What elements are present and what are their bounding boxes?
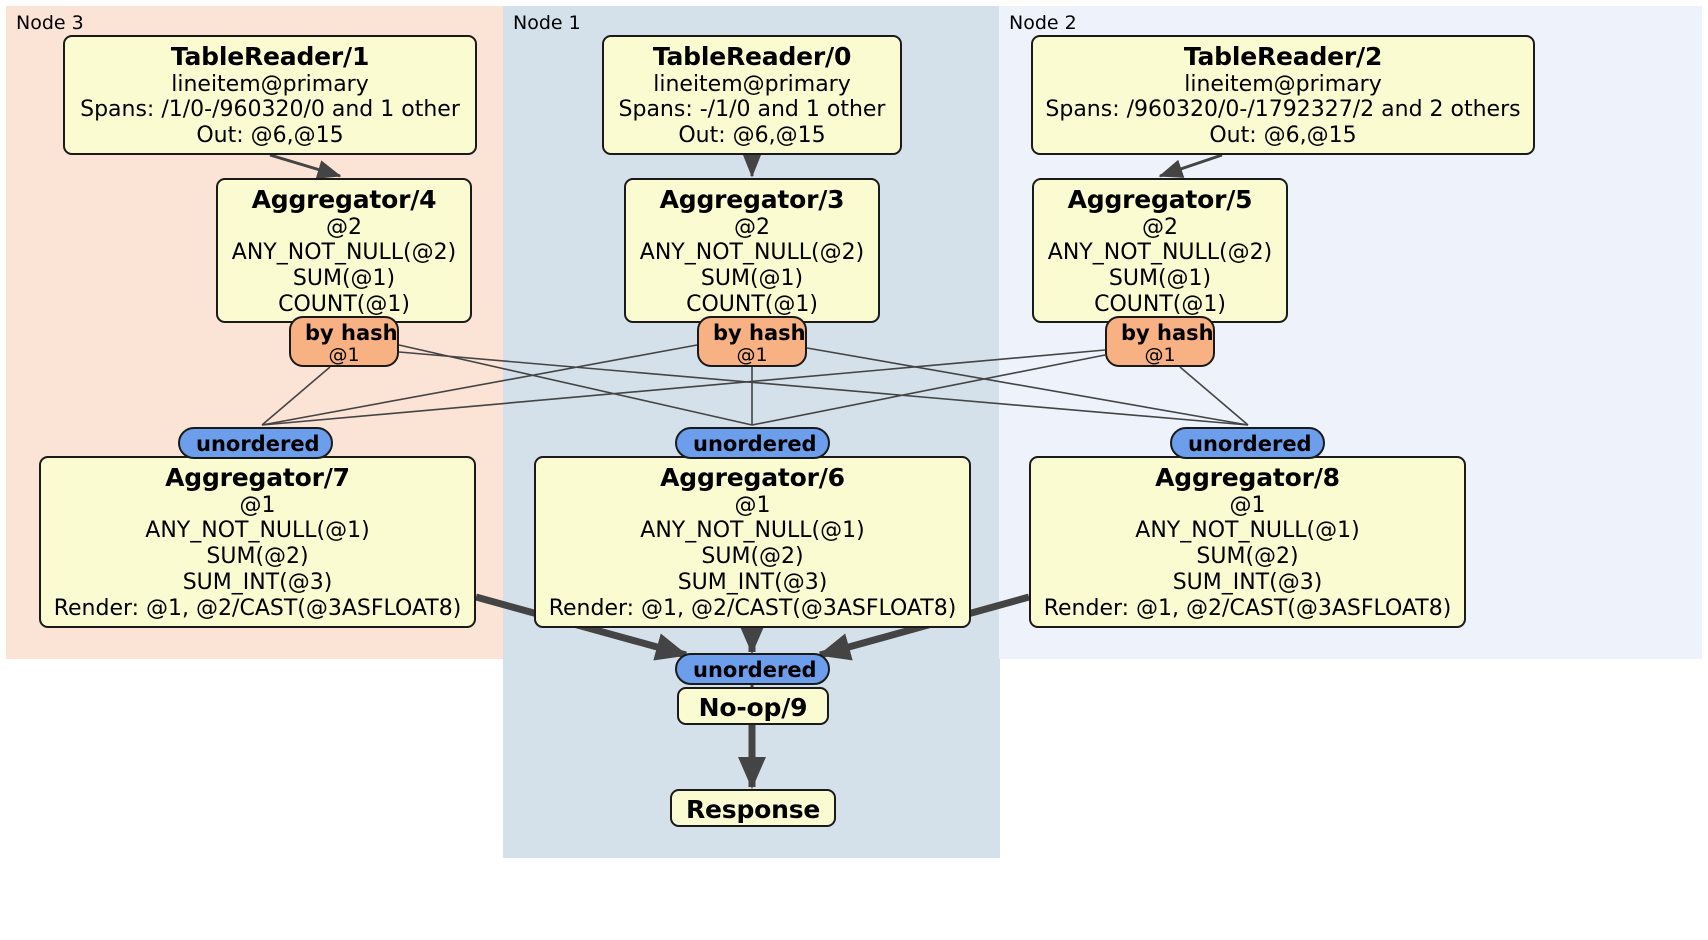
processor-title: Aggregator/6 xyxy=(660,463,845,492)
processor-detail-line: ANY_NOT_NULL(@2) xyxy=(1047,240,1273,266)
hash-router-hash4[interactable]: by hash@1 xyxy=(289,316,399,367)
processor-title: Aggregator/3 xyxy=(659,185,845,214)
processor-detail-line: Render: @1, @2/CAST(@3ASFLOAT8) xyxy=(53,596,462,622)
processor-detail-line: SUM_INT(@3) xyxy=(182,570,333,596)
processor-detail-line: @2 xyxy=(734,214,770,240)
processor-detail-line: ANY_NOT_NULL(@2) xyxy=(639,240,865,266)
processor-detail-line: Render: @1, @2/CAST(@3ASFLOAT8) xyxy=(548,596,957,622)
processor-detail-line: COUNT(@1) xyxy=(278,292,410,318)
processor-detail-line: Spans: /1/0-/960320/0 and 1 other xyxy=(80,97,460,123)
processor-detail-line: @1 xyxy=(734,492,771,518)
processor-detail-line: Out: @6,@15 xyxy=(196,123,344,149)
processor-detail-line: lineitem@primary xyxy=(653,71,851,97)
processor-detail-line: COUNT(@1) xyxy=(1094,292,1226,318)
router-title: by hash xyxy=(1121,321,1214,345)
processor-detail-line: lineitem@primary xyxy=(1184,71,1382,97)
router-title: by hash xyxy=(305,321,398,345)
processor-detail-line: ANY_NOT_NULL(@2) xyxy=(231,240,457,266)
processor-detail-line: Spans: /960320/0-/1792327/2 and 2 others xyxy=(1045,97,1521,123)
synchronizer-sync6[interactable]: unordered xyxy=(675,427,830,459)
processor-detail-line: ANY_NOT_NULL(@1) xyxy=(145,518,370,544)
node-label: Node 3 xyxy=(16,12,84,34)
router-column: @1 xyxy=(1144,344,1176,367)
processor-title: Aggregator/5 xyxy=(1067,185,1253,214)
processor-detail-line: SUM(@1) xyxy=(292,266,396,292)
processor-title: TableReader/2 xyxy=(1183,42,1383,71)
synchronizer-sync8[interactable]: unordered xyxy=(1170,427,1325,459)
processor-detail-line: @2 xyxy=(1142,214,1178,240)
node-label: Node 2 xyxy=(1009,12,1077,34)
processor-detail-line: lineitem@primary xyxy=(171,71,369,97)
processor-detail-line: ANY_NOT_NULL(@1) xyxy=(1135,518,1360,544)
processor-detail-line: Render: @1, @2/CAST(@3ASFLOAT8) xyxy=(1043,596,1452,622)
processor-detail-line: ANY_NOT_NULL(@1) xyxy=(640,518,865,544)
processor-title: TableReader/0 xyxy=(652,42,852,71)
synchronizer-label: unordered xyxy=(693,432,817,456)
router-column: @1 xyxy=(736,344,768,367)
processor-detail-line: Out: @6,@15 xyxy=(678,123,826,149)
processor-detail-line: Out: @6,@15 xyxy=(1209,123,1357,149)
processor-detail-line: SUM(@2) xyxy=(1196,544,1299,570)
processor-response[interactable]: Response xyxy=(670,789,836,827)
synchronizer-label: unordered xyxy=(196,432,320,456)
processor-detail-line: SUM_INT(@3) xyxy=(1172,570,1323,596)
processor-title: No-op/9 xyxy=(698,693,808,722)
processor-title: Aggregator/7 xyxy=(165,463,350,492)
processor-detail-line: SUM(@2) xyxy=(701,544,804,570)
processor-detail-line: @2 xyxy=(326,214,362,240)
node-label: Node 1 xyxy=(513,12,581,34)
processor-detail-line: SUM(@1) xyxy=(1108,266,1212,292)
processor-title: Response xyxy=(686,795,821,824)
synchronizer-sync9[interactable]: unordered xyxy=(675,653,830,685)
router-column: @1 xyxy=(328,344,360,367)
processor-noop9[interactable]: No-op/9 xyxy=(677,687,829,725)
processor-detail-line: SUM_INT(@3) xyxy=(677,570,828,596)
processor-title: Aggregator/8 xyxy=(1155,463,1340,492)
processor-title: Aggregator/4 xyxy=(251,185,437,214)
hash-router-hash5[interactable]: by hash@1 xyxy=(1105,316,1215,367)
processor-detail-line: @1 xyxy=(1229,492,1266,518)
processor-detail-line: SUM(@2) xyxy=(206,544,309,570)
synchronizer-sync7[interactable]: unordered xyxy=(178,427,333,459)
processor-title: TableReader/1 xyxy=(170,42,370,71)
processor-detail-line: @1 xyxy=(239,492,276,518)
processor-detail-line: Spans: -/1/0 and 1 other xyxy=(618,97,886,123)
synchronizer-label: unordered xyxy=(1188,432,1312,456)
processor-detail-line: COUNT(@1) xyxy=(686,292,818,318)
router-title: by hash xyxy=(713,321,806,345)
processor-detail-line: SUM(@1) xyxy=(700,266,804,292)
hash-router-hash3[interactable]: by hash@1 xyxy=(697,316,807,367)
synchronizer-label: unordered xyxy=(693,658,817,682)
